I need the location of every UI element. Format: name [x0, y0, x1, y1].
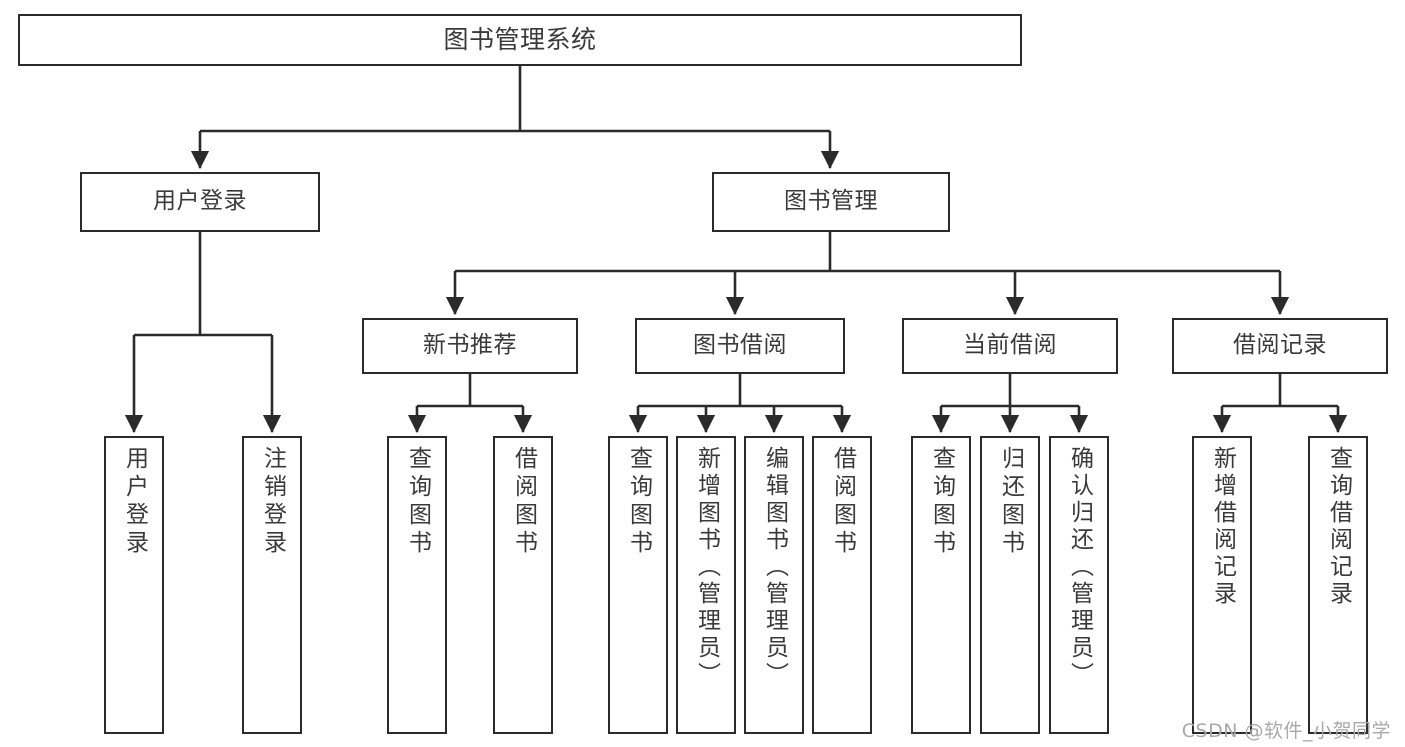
- node-leaf-query-book-1-label: 查询图书: [404, 446, 431, 558]
- node-leaf-add-record[interactable]: 新增借阅记录: [1192, 436, 1252, 734]
- node-leaf-add-book[interactable]: 新增图书（管理员）: [676, 436, 736, 734]
- node-borrow-record[interactable]: 借阅记录: [1172, 318, 1388, 374]
- node-leaf-query-book-3[interactable]: 查询图书: [911, 436, 971, 734]
- node-leaf-query-record[interactable]: 查询借阅记录: [1308, 436, 1368, 734]
- node-current-borrow[interactable]: 当前借阅: [902, 318, 1118, 374]
- node-leaf-user-logout-label: 注销登录: [259, 446, 286, 558]
- node-leaf-confirm-return-label: 确认归还（管理员）: [1066, 446, 1093, 689]
- node-leaf-borrow-book-2[interactable]: 借阅图书: [812, 436, 872, 734]
- node-leaf-query-record-label: 查询借阅记录: [1325, 446, 1352, 608]
- node-leaf-user-logout[interactable]: 注销登录: [242, 436, 302, 734]
- node-root-label: 图书管理系统: [443, 25, 597, 54]
- node-leaf-edit-book-label: 编辑图书（管理员）: [761, 446, 788, 689]
- node-leaf-query-book-2-label: 查询图书: [625, 446, 652, 558]
- node-leaf-query-book-3-label: 查询图书: [928, 446, 955, 558]
- node-leaf-query-book-1[interactable]: 查询图书: [387, 436, 447, 734]
- node-leaf-borrow-book-1-label: 借阅图书: [510, 446, 537, 558]
- node-user-login[interactable]: 用户登录: [80, 172, 320, 232]
- node-borrow-record-label: 借阅记录: [1233, 332, 1327, 359]
- node-book-management-label: 图书管理: [784, 188, 878, 215]
- node-leaf-return-book-label: 归还图书: [997, 446, 1024, 558]
- node-new-book-recommend[interactable]: 新书推荐: [362, 318, 578, 374]
- node-leaf-borrow-book-2-label: 借阅图书: [829, 446, 856, 558]
- node-leaf-borrow-book-1[interactable]: 借阅图书: [493, 436, 553, 734]
- node-book-borrow[interactable]: 图书借阅: [635, 318, 845, 374]
- node-leaf-edit-book[interactable]: 编辑图书（管理员）: [744, 436, 804, 734]
- node-book-management[interactable]: 图书管理: [712, 172, 950, 232]
- node-leaf-query-book-2[interactable]: 查询图书: [608, 436, 668, 734]
- node-leaf-confirm-return[interactable]: 确认归还（管理员）: [1049, 436, 1109, 734]
- watermark: CSDN @软件_小贺同学: [1181, 720, 1391, 742]
- node-book-borrow-label: 图书借阅: [693, 332, 787, 359]
- node-user-login-label: 用户登录: [153, 188, 247, 215]
- node-leaf-user-login[interactable]: 用户登录: [104, 436, 164, 734]
- node-current-borrow-label: 当前借阅: [963, 332, 1057, 359]
- node-new-book-recommend-label: 新书推荐: [423, 332, 517, 359]
- node-leaf-return-book[interactable]: 归还图书: [980, 436, 1040, 734]
- node-leaf-add-record-label: 新增借阅记录: [1209, 446, 1236, 608]
- node-leaf-user-login-label: 用户登录: [121, 446, 148, 558]
- node-root[interactable]: 图书管理系统: [18, 14, 1022, 66]
- node-leaf-add-book-label: 新增图书（管理员）: [693, 446, 720, 689]
